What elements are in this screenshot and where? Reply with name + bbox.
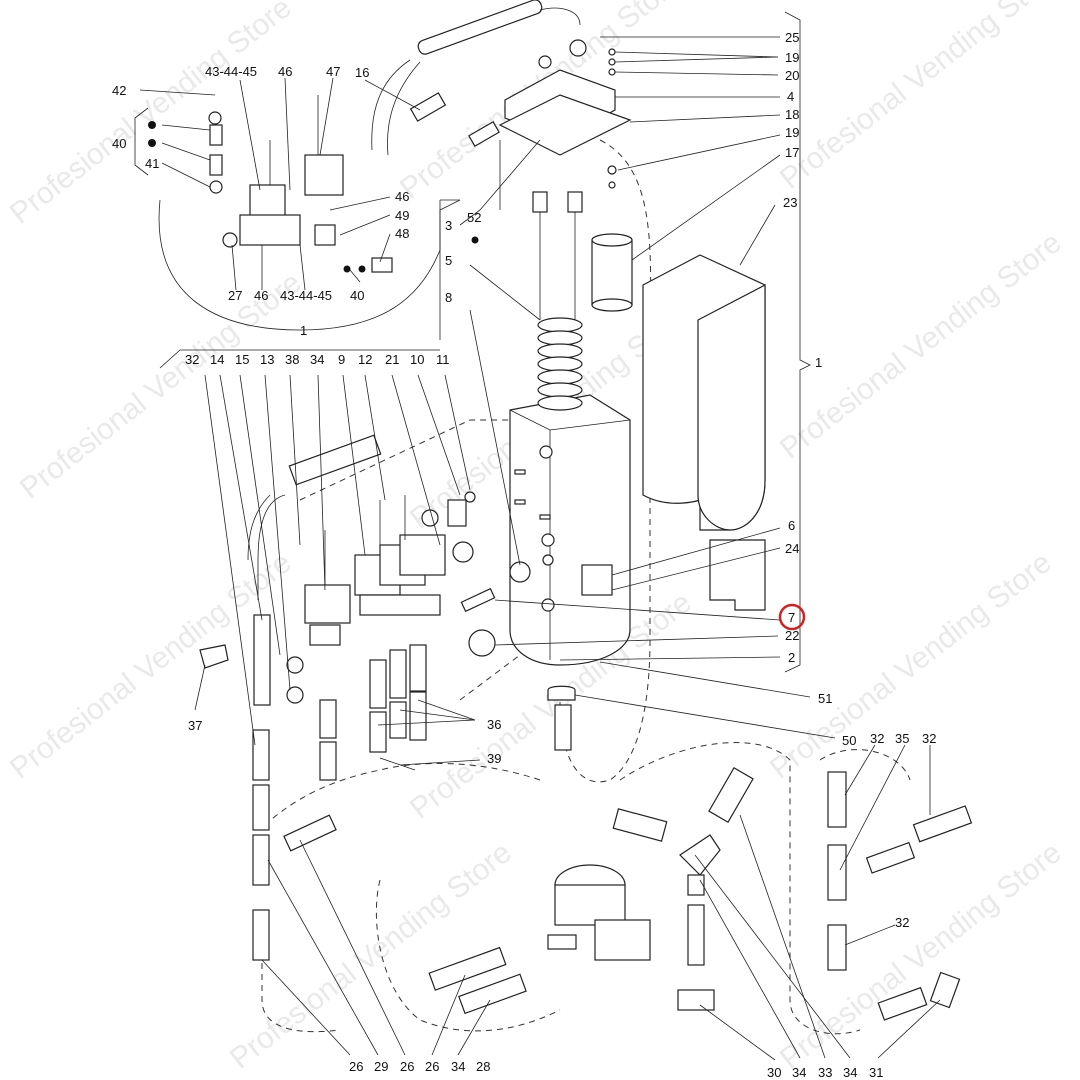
part-label: 17: [785, 145, 799, 160]
part-label: 26: [349, 1059, 363, 1074]
part-label: 19: [785, 125, 799, 140]
part-label: 50: [842, 733, 856, 748]
part-label: 43-44-45: [205, 64, 257, 79]
part-label: 37: [188, 718, 202, 733]
part-label-highlighted: 7: [788, 610, 795, 625]
heating-coil: [532, 191, 583, 411]
part-labels: 25 19 20 4 18 19 17 23 1 6 24 7 22 2 51 …: [112, 30, 936, 1080]
outlet-tubes: [547, 685, 973, 1021]
part-label: 47: [326, 64, 340, 79]
solenoid-valve-bank: [304, 495, 446, 646]
part-label: 42: [112, 83, 126, 98]
part-label: 10: [410, 352, 424, 367]
part-label: 49: [395, 208, 409, 223]
part-label: 38: [285, 352, 299, 367]
assembly-bracket: [784, 11, 811, 673]
part-label: 41: [145, 156, 159, 171]
part-label: 16: [355, 65, 369, 80]
part-label: 25: [785, 30, 799, 45]
part-label: 22: [785, 628, 799, 643]
detail-circle: [148, 95, 479, 331]
part-label: 20: [785, 68, 799, 83]
watermark: Profesional Vending Store: [774, 836, 1068, 1076]
part-label: 40: [350, 288, 364, 303]
part-label: 52: [467, 210, 481, 225]
part-label: 46: [278, 64, 292, 79]
part-label: 34: [310, 352, 324, 367]
part-label: 21: [385, 352, 399, 367]
part-label: 39: [487, 751, 501, 766]
part-label: 4: [787, 89, 794, 104]
boiler-tank: [509, 394, 631, 666]
part-label: 15: [235, 352, 249, 367]
temperature-probe: [460, 587, 496, 613]
part-label: 34: [792, 1065, 806, 1080]
dashed-flow-paths: [259, 139, 911, 1035]
part-label: 12: [358, 352, 372, 367]
part-label: 24: [785, 541, 799, 556]
part-label: 9: [338, 352, 345, 367]
part-label: 34: [451, 1059, 465, 1074]
leader-lines: [134, 36, 941, 1061]
part-label: 19: [785, 50, 799, 65]
part-label: 26: [425, 1059, 439, 1074]
part-label: 33: [818, 1065, 832, 1080]
part-label: 11: [436, 352, 450, 367]
watermark: Profesional Vending Store: [774, 0, 1068, 196]
capacitor-cylinder: [591, 233, 633, 312]
part-label: 46: [395, 189, 409, 204]
part-label: 27: [228, 288, 242, 303]
part-label: 6: [788, 518, 795, 533]
part-label: 2: [788, 650, 795, 665]
part-label: 26: [400, 1059, 414, 1074]
part-label: 36: [487, 717, 501, 732]
thermostat: [581, 564, 613, 596]
gasket: [509, 561, 531, 583]
part-label: 8: [445, 290, 452, 305]
part-label: 1: [300, 323, 307, 338]
part-label: 32: [922, 731, 936, 746]
part-label: 30: [767, 1065, 781, 1080]
watermark: Profesional Vending Store: [764, 546, 1058, 786]
part-label: 34: [843, 1065, 857, 1080]
part-label: 46: [254, 288, 268, 303]
part-label: 48: [395, 226, 409, 241]
part-label: 32: [185, 352, 199, 367]
part-label: 51: [818, 691, 832, 706]
part-label: 40: [112, 136, 126, 151]
part-label: 35: [895, 731, 909, 746]
gasket-fitting: [468, 629, 496, 657]
highlight-ring: [778, 603, 806, 631]
insulation-shell: [642, 254, 766, 611]
part-label: 1: [815, 355, 822, 370]
top-cover-assembly: [371, 0, 632, 189]
part-label: 29: [374, 1059, 388, 1074]
water-pump: [428, 864, 651, 1015]
part-label: 18: [785, 107, 799, 122]
part-label: 28: [476, 1059, 490, 1074]
part-label: 14: [210, 352, 224, 367]
part-label: 31: [869, 1065, 883, 1080]
part-label: 43-44-45: [280, 288, 332, 303]
watermark: Profesional Vending Store: [774, 226, 1068, 466]
part-label: 23: [783, 195, 797, 210]
part-label: 3: [445, 218, 452, 233]
part-label: 32: [895, 915, 909, 930]
part-label: 32: [870, 731, 884, 746]
silicone-tubes: [199, 434, 427, 961]
part-label: 13: [260, 352, 274, 367]
part-label: 5: [445, 253, 452, 268]
